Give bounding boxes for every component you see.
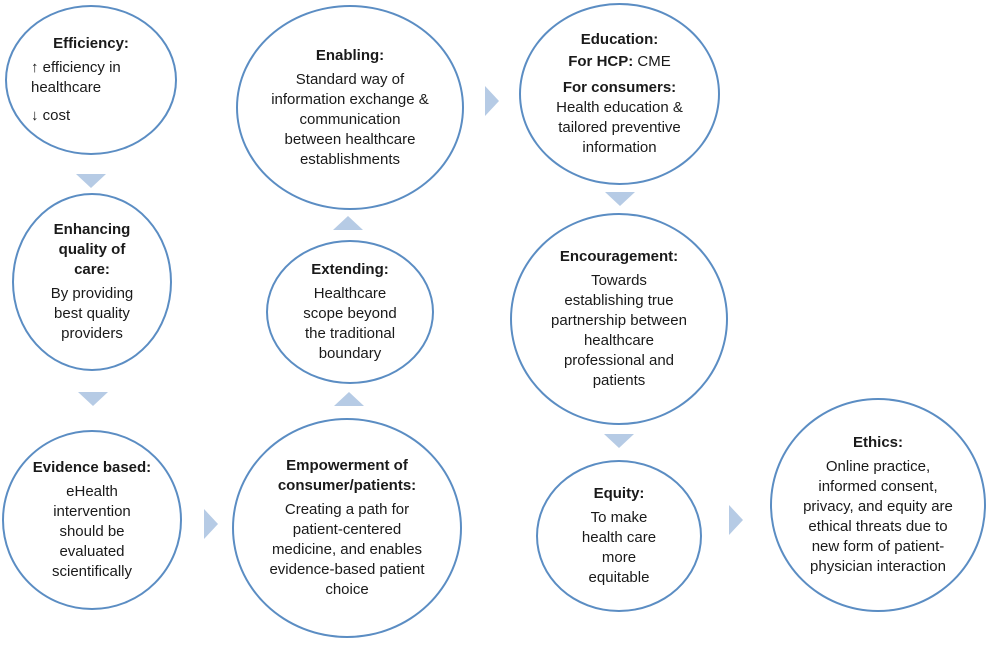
encouragement-body: Towards establishing true partnership be… <box>551 272 687 389</box>
education-hcp-value: CME <box>637 53 671 70</box>
empowerment-node: Empowerment of consumer/patients: Creati… <box>232 418 462 638</box>
evidence-based-body: eHealth intervention should be evaluated… <box>51 483 133 580</box>
arrow-enabling-to-education <box>485 86 499 116</box>
extending-title: Extending: <box>311 261 389 278</box>
enhancing-quality-body: By providing best quality providers <box>50 285 134 342</box>
enabling-body: Standard way of information exchange & c… <box>271 70 429 168</box>
enhancing-quality-node: Enhancing quality of care: By providing … <box>12 193 172 371</box>
education-title: Education: <box>580 31 659 48</box>
arrow-education-to-encouragement <box>605 192 635 206</box>
enabling-node: Enabling: Standard way of information ex… <box>236 5 464 210</box>
equity-node: Equity: To make health care more equitab… <box>536 460 702 612</box>
ethics-title: Ethics: <box>852 434 903 451</box>
efficiency-node: Efficiency: ↑ efficiency in healthcare ↓… <box>5 5 177 155</box>
enhancing-quality-title: Enhancing quality of care: <box>53 221 131 278</box>
efficiency-body: ↑ efficiency in healthcare ↓ cost <box>31 58 151 126</box>
extending-node: Extending: Healthcare scope beyond the t… <box>266 240 434 384</box>
arrow-equity-to-ethics <box>729 505 743 535</box>
efficiency-line-1: ↑ efficiency in healthcare <box>31 59 121 96</box>
encouragement-node: Encouragement: Towards establishing true… <box>510 213 728 425</box>
arrow-encouragement-to-equity <box>604 434 634 448</box>
education-node: Education: For HCP: CME For consumers: H… <box>519 3 720 185</box>
education-hcp-line: For HCP: CME <box>568 52 671 72</box>
education-consumers-label: For consumers: <box>562 79 677 96</box>
arrow-evidence-to-empowerment <box>204 509 218 539</box>
education-consumers-value: Health education & tailored preventive i… <box>556 99 683 156</box>
arrow-extending-to-enabling <box>333 216 363 230</box>
ethics-node: Ethics: Online practice, informed consen… <box>770 398 986 612</box>
empowerment-body: Creating a path for patient-centered med… <box>269 501 425 598</box>
equity-title: Equity: <box>593 485 645 502</box>
arrow-empowerment-to-extending <box>334 392 364 406</box>
encouragement-title: Encouragement: <box>559 248 679 265</box>
equity-body: To make health care more equitable <box>581 509 657 586</box>
extending-body: Healthcare scope beyond the traditional … <box>303 285 397 362</box>
empowerment-title: Empowerment of consumer/patients: <box>277 457 417 494</box>
enabling-title: Enabling: <box>315 46 385 64</box>
education-hcp-label: For HCP: <box>568 53 634 70</box>
ethics-body: Online practice, informed consent, priva… <box>803 458 953 575</box>
efficiency-line-2: ↓ cost <box>31 107 71 124</box>
evidence-based-node: Evidence based: eHealth intervention sho… <box>2 430 182 610</box>
arrow-efficiency-to-enhancing <box>76 174 106 188</box>
efficiency-title: Efficiency: <box>53 35 129 52</box>
evidence-based-title: Evidence based: <box>32 459 152 476</box>
arrow-enhancing-to-evidence <box>78 392 108 406</box>
